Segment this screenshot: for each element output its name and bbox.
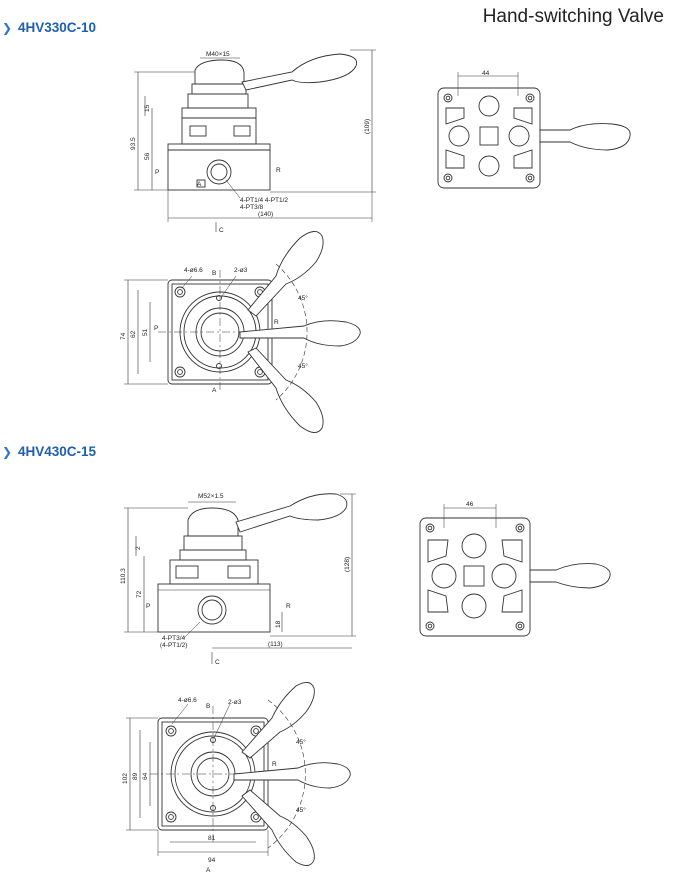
front-view-1 [134, 49, 376, 232]
angle-upper: 45° [298, 294, 308, 302]
port-label-r: R [276, 167, 281, 174]
model-name: 4HV330C-10 [18, 20, 97, 35]
dim-overall-height: (128) [344, 557, 351, 572]
pins-label: 2-ø3 [228, 699, 242, 706]
dim-body-height: 72 [136, 590, 143, 598]
port-label-r: R [274, 319, 279, 326]
dim-mid: 62 [130, 330, 137, 338]
holes-label: 4-ø6.6 [178, 697, 197, 704]
dim-mid: 89 [132, 772, 139, 780]
port-label-b: B [212, 270, 216, 277]
angle-lower: 45° [296, 806, 306, 814]
section-mark: C [215, 659, 220, 666]
thread-label: M40×15 [206, 51, 230, 58]
side-view-1 [437, 72, 631, 189]
dim-body-height: 56 [144, 152, 151, 160]
port-note-2: (4-PT1/2) [160, 642, 187, 649]
dim-pitch: 44 [482, 70, 490, 77]
dim-outer: 102 [122, 773, 129, 784]
port-label-p: P [146, 603, 150, 610]
angle-upper: 45° [296, 738, 306, 746]
dim-overall-width: (113) [268, 641, 283, 648]
pins-label: 2-ø3 [234, 267, 248, 274]
dim-overall-height: (109) [364, 119, 371, 134]
top-view-2 [126, 682, 351, 866]
dim-width-inner: 81 [208, 835, 216, 842]
side-view-2 [419, 504, 611, 637]
section-header-1: ❯ 4HV330C-10 [0, 20, 96, 35]
chevron-right-icon: ❯ [1, 20, 13, 35]
dim-port-height: 18 [275, 620, 282, 628]
angle-lower: 45° [298, 362, 308, 370]
chevron-right-icon: ❯ [1, 444, 13, 459]
port-note-1: 4-PT3/4 [162, 635, 186, 642]
dim-width-outer: 94 [208, 857, 216, 864]
port-label-p: P [155, 169, 159, 176]
dim-height-total: 93.5 [130, 137, 137, 150]
dim-pitch: 46 [466, 501, 474, 508]
dim-height-total: 110.3 [120, 568, 127, 584]
port-label-b: B [206, 703, 210, 710]
section-mark: C [219, 227, 224, 234]
dim-inner: 64 [142, 772, 149, 780]
port-label-p: P [154, 325, 158, 332]
port-label-a: A [212, 387, 217, 394]
dim-overall-width: (140) [258, 211, 273, 218]
port-label-r: R [272, 761, 277, 768]
dim-handle-offset: 15 [144, 104, 151, 112]
port-note-2: 4-PT3/8 [240, 204, 264, 211]
model-name: 4HV430C-15 [18, 444, 97, 459]
port-label-a: A [197, 181, 202, 188]
port-label-a: A [206, 867, 211, 874]
holes-label: 4-ø6.6 [184, 267, 203, 274]
top-view-1 [124, 231, 361, 433]
thread-label: M52×1.5 [198, 493, 224, 500]
front-view-2 [124, 493, 356, 664]
port-label-r: R [286, 603, 291, 610]
dim-outer: 74 [120, 332, 127, 340]
dim-inner: 51 [142, 328, 149, 336]
port-note-1: 4-PT1/4 4-PT1/2 [240, 197, 288, 204]
dim-handle-offset: 2 [135, 546, 142, 550]
document-title: Hand-switching Valve [482, 6, 664, 27]
section-header-2: ❯ 4HV430C-15 [0, 444, 96, 459]
